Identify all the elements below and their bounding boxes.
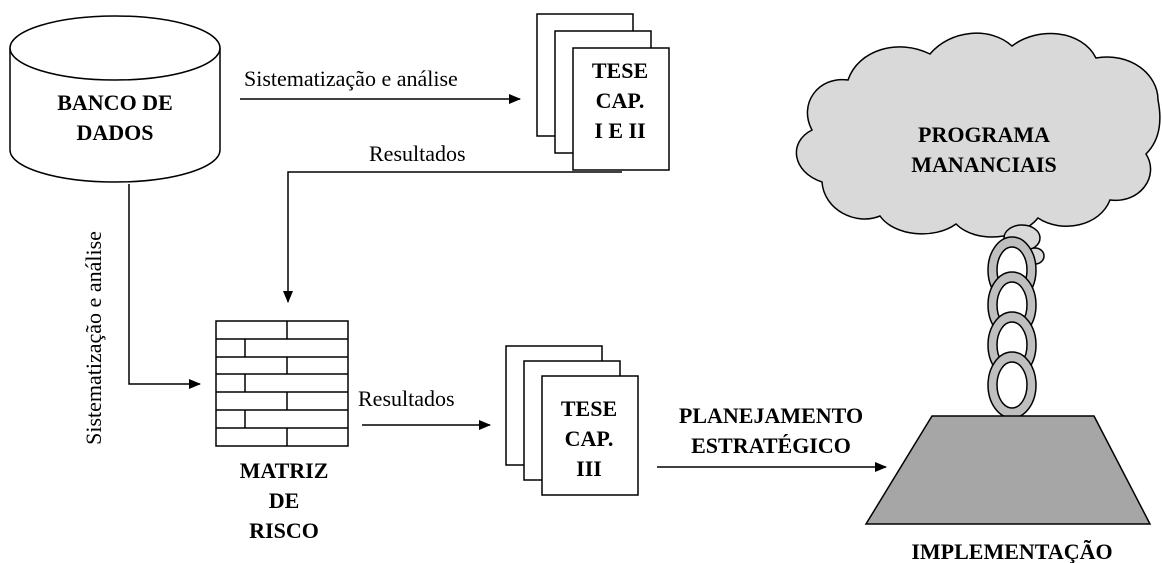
cloud-shape: PROGRAMA MANANCIAIS	[795, 32, 1161, 238]
matrix-label-line2: DE	[269, 488, 300, 513]
results-top-label: Resultados	[369, 141, 466, 166]
doc-top-line2: CAP.	[596, 88, 645, 113]
arrow-systematization-top: Sistematização e análise	[240, 66, 521, 104]
left-vertical-label: Sistematização e análise	[81, 231, 106, 445]
database-label-line1: BANCO DE	[57, 90, 173, 115]
implementation-label: IMPLEMENTAÇÃO	[911, 539, 1112, 563]
planning-line1: PLANEJAMENTO	[679, 403, 863, 428]
matrix-label-line1: MATRIZ	[240, 458, 329, 483]
doc-bottom-line2: CAP.	[565, 426, 614, 451]
document-stack-bottom: TESE CAP. III	[505, 345, 639, 496]
risk-matrix-table	[215, 320, 349, 447]
results-bottom-label: Resultados	[358, 386, 455, 411]
doc-bottom-line1: TESE	[561, 396, 617, 421]
doc-bottom-line3: III	[576, 456, 602, 481]
arrow-results-top: Resultados	[283, 141, 622, 303]
database-label-line2: DADOS	[76, 120, 153, 145]
chain-rings	[987, 236, 1037, 419]
doc-top-line1: TESE	[592, 58, 648, 83]
planning-line2: ESTRATÉGICO	[691, 433, 851, 458]
arrow-top-label: Sistematização e análise	[244, 66, 458, 91]
matrix-label: MATRIZ DE RISCO	[240, 458, 329, 543]
document-stack-top: TESE CAP. I E II	[536, 13, 670, 171]
matrix-label-line3: RISCO	[249, 518, 319, 543]
doc-top-line3: I E II	[594, 118, 645, 143]
implementation-base: IMPLEMENTAÇÃO	[864, 415, 1152, 563]
chain-ring-hole	[996, 361, 1028, 409]
arrow-systematization-left: Sistematização e análise	[81, 184, 201, 445]
arrow-results-bottom: Resultados	[358, 386, 491, 430]
cloud-label-line2: MANANCIAIS	[911, 152, 1056, 177]
arrow-strategic-planning: PLANEJAMENTO ESTRATÉGICO	[657, 403, 887, 472]
database-cylinder: BANCO DE DADOS	[9, 15, 221, 183]
cloud-label-line1: PROGRAMA	[918, 122, 1050, 147]
